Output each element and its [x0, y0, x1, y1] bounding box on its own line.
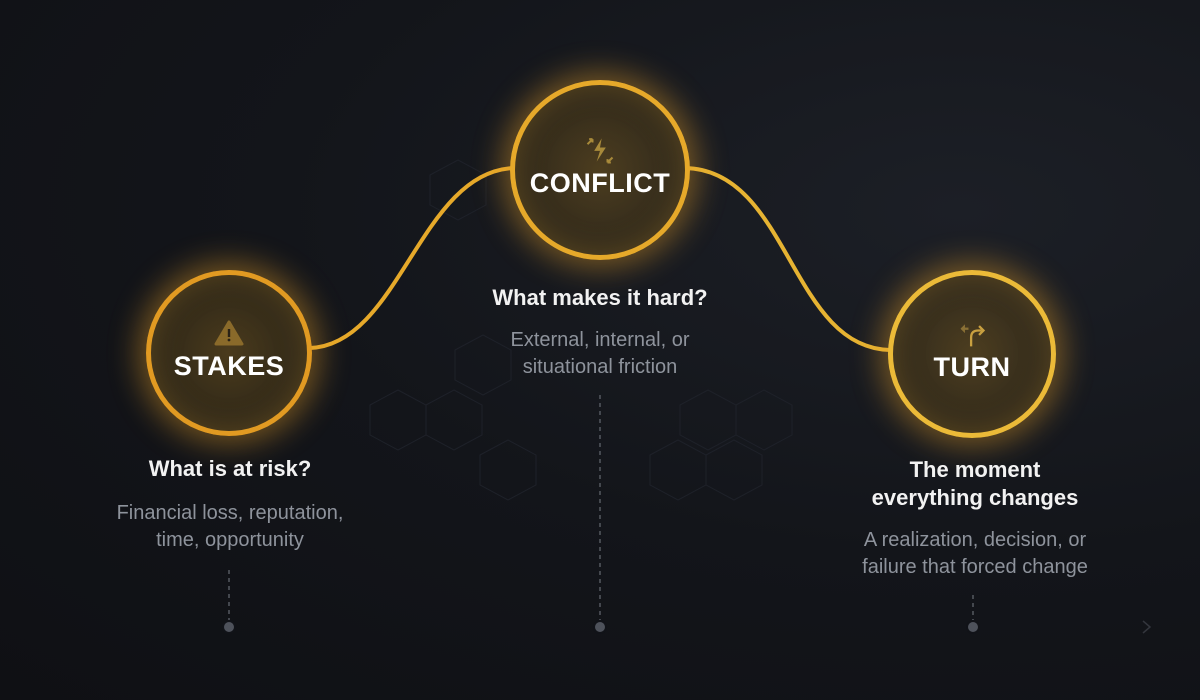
timeline-arrow-icon [1142, 620, 1152, 634]
stage-node-stakes: STAKES [146, 270, 312, 436]
stage-title-turn: The moment everything changes [830, 456, 1120, 512]
stage-desc-conflict: External, internal, or situational frict… [450, 327, 750, 381]
arc-curve-right [684, 166, 893, 352]
stage-title-conflict: What makes it hard? [492, 285, 708, 310]
hex-pattern [369, 159, 793, 501]
timeline-dot-conflict [593, 620, 607, 634]
title-line: everything changes [871, 485, 1079, 510]
lightning-arrows-icon [585, 136, 615, 164]
desc-line: situational friction [522, 356, 678, 378]
arc-curve-left [309, 166, 516, 350]
warning-triangle-icon [214, 319, 244, 347]
desc-line: A realization, decision, or [863, 529, 1087, 551]
stage-label-stakes: STAKES [173, 350, 285, 381]
desc-line: time, opportunity [156, 529, 304, 551]
stage-label-conflict: CONFLICT [529, 167, 671, 198]
stage-label-turn: TURN [933, 351, 1011, 382]
timeline-dot-turn [966, 620, 980, 634]
stage-title-stakes: What is at risk? [148, 456, 312, 481]
desc-line: Financial loss, reputation, [116, 502, 344, 524]
turn-arrow-icon [957, 320, 987, 348]
desc-line: failure that forced change [862, 556, 1088, 578]
timeline-dot-stakes [222, 620, 236, 634]
stage-node-turn: TURN [888, 270, 1056, 438]
desc-line: External, internal, or [510, 329, 690, 351]
stage-desc-turn: A realization, decision, or failure that… [815, 527, 1135, 581]
title-line: The moment [909, 457, 1041, 482]
stage-node-conflict: CONFLICT [510, 80, 690, 260]
stage-desc-stakes: Financial loss, reputation, time, opport… [80, 500, 380, 554]
